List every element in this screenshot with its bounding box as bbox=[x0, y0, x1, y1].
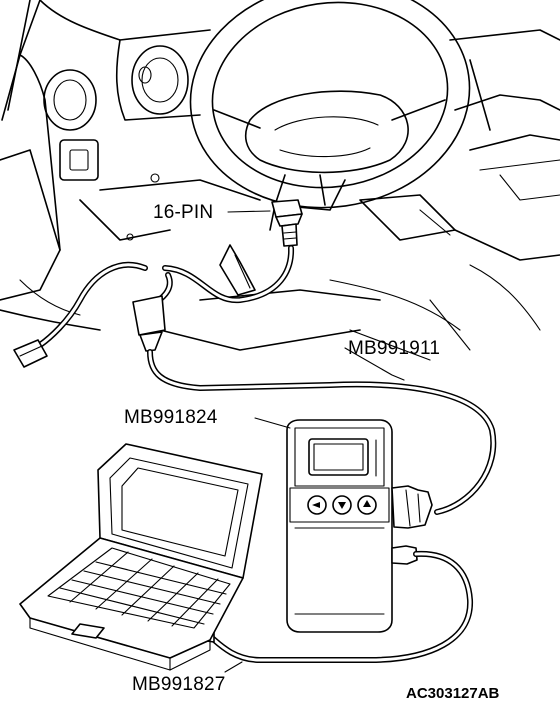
diagnostic-connector-16pin bbox=[271, 199, 303, 247]
laptop-computer bbox=[19, 443, 263, 671]
figure-code: AC303127AB bbox=[406, 685, 500, 702]
vci-interface-unit bbox=[286, 419, 433, 633]
cable-bottom-label: MB991827 bbox=[132, 674, 226, 695]
interface-label: MB991824 bbox=[124, 407, 218, 428]
cable-top-label: MB991911 bbox=[348, 338, 441, 359]
connector-label: 16-PIN bbox=[153, 202, 214, 223]
leader-lines bbox=[224, 210, 405, 673]
cable-mb991911 bbox=[13, 245, 497, 515]
dashboard-illustration bbox=[0, 0, 560, 361]
